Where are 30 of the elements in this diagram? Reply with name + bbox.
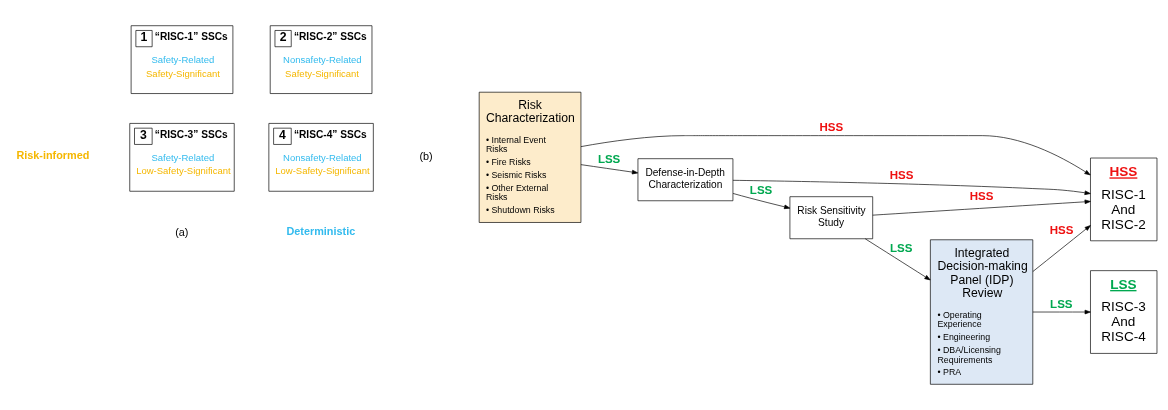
edge-label: HSS	[889, 168, 914, 181]
label: (b)	[419, 149, 433, 162]
arrow	[1032, 225, 1091, 272]
node-box: 1 “RISC-1” SSCs Safety-Related Safety-Significant	[130, 25, 234, 94]
node-box: Risk Sensitivity Study	[789, 196, 874, 240]
edge-label: LSS	[1050, 297, 1073, 310]
label: Deterministic	[286, 225, 356, 238]
node-box: 2 “RISC-2” SSCs Nonsafety-Related Safety-Significant	[269, 25, 373, 94]
arrow	[732, 193, 791, 210]
edge-label: LSS	[597, 152, 621, 165]
arrow	[872, 199, 1091, 216]
arrow	[864, 238, 931, 281]
edge-label: LSS	[749, 183, 773, 196]
edge-label: HSS	[819, 121, 844, 134]
node-box: Integrated Decision-making Panel (IDP) Review • Operating Experience • Engineering • DBA/Licensing Requirements • PRA	[930, 239, 1034, 385]
node-box: 3 “RISC-3” SSCs Safety-Related Low-Safety-Significant	[129, 123, 235, 192]
edge-label: LSS	[889, 242, 913, 255]
node-box: LSS RISC-3 And RISC-4	[1090, 270, 1158, 354]
edge-label: HSS	[969, 190, 994, 203]
label: (a)	[175, 225, 189, 238]
arrow	[732, 179, 1091, 195]
arrow	[580, 164, 639, 175]
arrow	[580, 135, 1091, 176]
label: Risk-informed	[16, 149, 90, 162]
node-box: Defense-in-Depth Characterization	[637, 158, 734, 202]
node-box: Risk Characterization • Internal Event Risks • Fire Risks • Seismic Risks • Other External Risks • Shutdown Risks	[478, 91, 582, 223]
arrow	[1032, 309, 1091, 315]
node-box: 4 “RISC-4” SSCs Nonsafety-Related Low-Safety-Significant	[268, 123, 374, 192]
edge-label: HSS	[1049, 224, 1074, 237]
node-box: HSS RISC-1 And RISC-2	[1090, 157, 1158, 242]
